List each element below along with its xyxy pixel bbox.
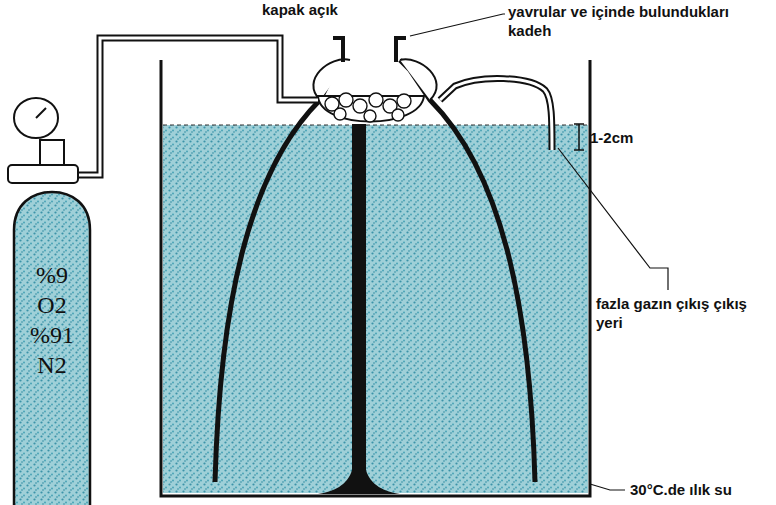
callout-label: kapak açık: [262, 0, 338, 19]
callout-label: 30°C.de ılık su: [630, 480, 732, 499]
stand: [318, 124, 400, 494]
water-level: [163, 124, 588, 125]
gas-mix-text: N2: [12, 350, 92, 380]
young-fish: [325, 93, 411, 122]
gas-pipe: [60, 38, 318, 175]
pressure-gauge: [14, 98, 58, 138]
leader-line: [590, 484, 625, 490]
callout-label: 1-2cm: [590, 128, 633, 147]
open-lid: [333, 38, 406, 62]
gas-mix-text: %91: [12, 320, 92, 350]
callout-label: yavrular ve içinde bulundukları kadeh: [508, 2, 738, 40]
tank: [161, 60, 590, 496]
gas-mix-text: %9: [12, 260, 92, 290]
leader-line: [410, 14, 505, 36]
exhaust-pipe: [440, 79, 552, 150]
dimension-bracket: [574, 124, 584, 150]
callout-label: fazla gazın çıkış çıkış yeri: [596, 294, 756, 332]
gas-cylinder: %9O2%91N2: [12, 190, 92, 505]
water: [163, 125, 588, 493]
bell-jar: [215, 60, 535, 482]
gas-mix-text: O2: [12, 290, 92, 320]
leader-line: [558, 148, 668, 290]
